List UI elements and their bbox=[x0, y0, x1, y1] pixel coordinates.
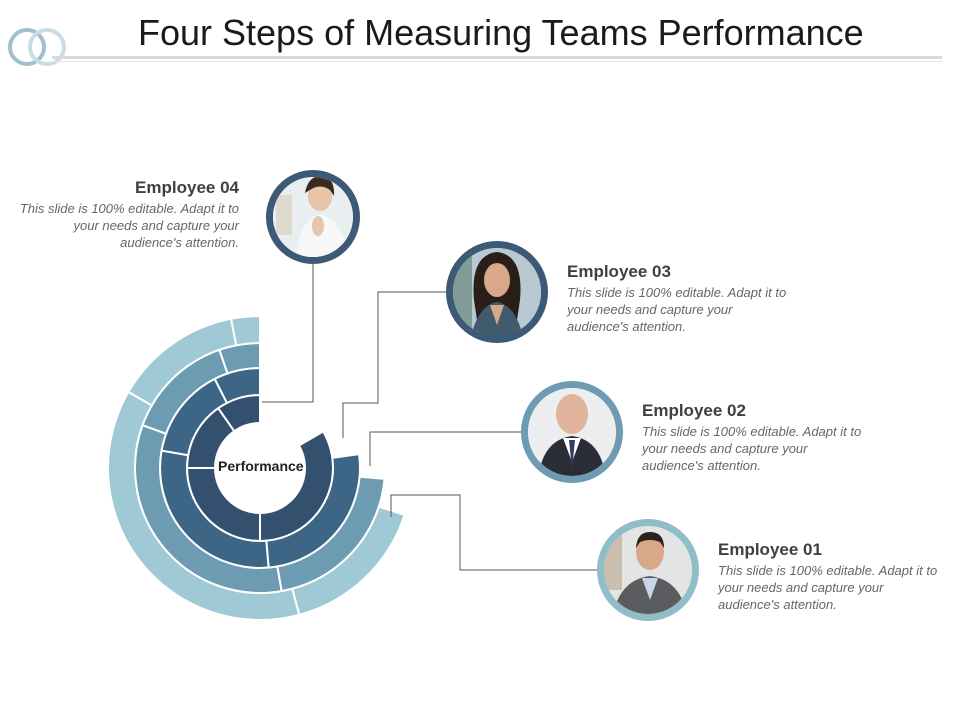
employee-04-name: Employee 04 bbox=[135, 178, 239, 197]
employee-02-photo bbox=[521, 381, 623, 483]
title-divider bbox=[52, 56, 942, 59]
performance-rings bbox=[107, 314, 406, 621]
employee-01-block: Employee 01 This slide is 100% editable.… bbox=[718, 540, 943, 613]
employee-02-name: Employee 02 bbox=[642, 401, 746, 420]
person-photo-icon bbox=[528, 388, 616, 476]
ring-4-segment-d bbox=[291, 505, 406, 617]
connector-employee-01 bbox=[390, 494, 598, 571]
circles-logo-icon bbox=[8, 28, 66, 66]
employee-04-description: This slide is 100% editable. Adapt it to… bbox=[19, 201, 239, 250]
slide-title: Four Steps of Measuring Teams Performanc… bbox=[138, 12, 864, 53]
ring-4-segment-c bbox=[107, 390, 301, 621]
employee-02-block: Employee 02 This slide is 100% editable.… bbox=[642, 401, 867, 474]
employee-01-description: This slide is 100% editable. Adapt it to… bbox=[718, 563, 938, 612]
person-photo-icon bbox=[273, 177, 353, 257]
connector-employee-04 bbox=[262, 262, 314, 403]
ring-4-segment-a bbox=[229, 314, 261, 347]
ring-4-segment-b bbox=[126, 317, 238, 407]
center-label-performance: Performance bbox=[218, 458, 304, 474]
employee-03-photo bbox=[446, 241, 548, 343]
title-divider-thin bbox=[52, 61, 942, 62]
employee-04-block: Employee 04 This slide is 100% editable.… bbox=[14, 178, 239, 251]
employee-01-photo bbox=[597, 519, 699, 621]
employee-03-description: This slide is 100% editable. Adapt it to… bbox=[567, 285, 787, 334]
employee-02-description: This slide is 100% editable. Adapt it to… bbox=[642, 424, 862, 473]
connector-employee-02 bbox=[369, 431, 522, 466]
connector-employee-03 bbox=[342, 291, 446, 438]
employee-03-block: Employee 03 This slide is 100% editable.… bbox=[567, 262, 792, 335]
employee-04-photo bbox=[266, 170, 360, 264]
employee-03-name: Employee 03 bbox=[567, 262, 671, 281]
employee-01-name: Employee 01 bbox=[718, 540, 822, 559]
